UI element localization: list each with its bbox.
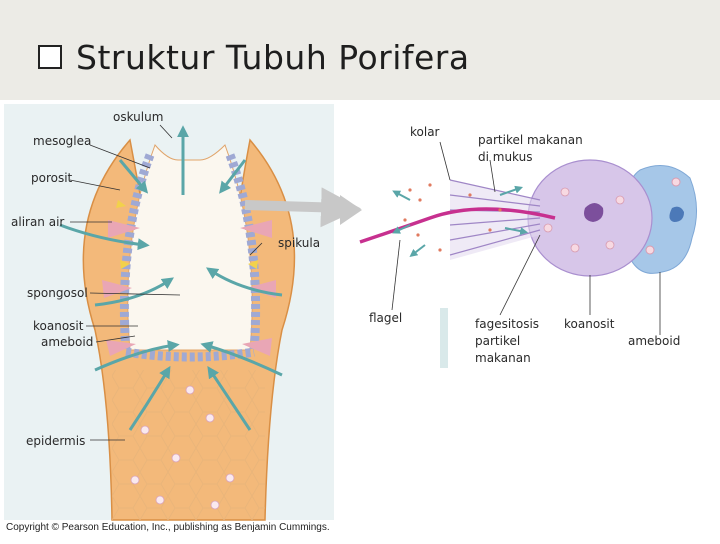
title-row: Struktur Tubuh Porifera [38,38,470,77]
label-koanosit-right: koanosit [564,317,615,331]
porifera-diagram: oskulum mesoglea porosit aliran air spik… [0,100,720,540]
label-spongosol: spongosol [27,286,88,300]
label-flagel: flagel [369,311,403,325]
label-oskulum: oskulum [113,110,164,124]
label-mesoglea: mesoglea [33,134,92,148]
label-fagositosis: fagesitosis [475,317,540,331]
sponge-body [82,138,296,521]
right-leader-lines [391,141,661,335]
left-leader-lines [69,124,263,441]
label-makanan: makanan [475,351,531,365]
label-epidermis: epidermis [26,434,86,448]
diagram-illustration [4,104,697,521]
zoom-arrow [244,187,361,228]
label-partikel: partikel [475,334,521,348]
faint-bar [440,308,448,368]
copyright-text: Copyright © Pearson Education, Inc., pub… [6,522,330,533]
checkbox-bullet-icon [38,44,65,72]
label-porosit: porosit [31,171,73,185]
zoom-arrowhead [340,195,362,225]
label-ameboid-left: ameboid [41,335,94,349]
slide-title: Struktur Tubuh Porifera [76,38,470,77]
label-kolar: kolar [410,125,440,139]
label-di-mukus: di mukus [478,150,533,164]
water-flow-arrows [59,125,283,431]
choanocyte-illustration [359,159,697,277]
label-ameboid-right: ameboid [628,334,681,348]
label-spikula: spikula [278,236,321,250]
label-koanosit-left: koanosit [33,319,84,333]
label-partikel-makanan: partikel makanan [478,133,583,147]
title-bar: Struktur Tubuh Porifera [0,0,720,100]
label-aliran-air: aliran air [11,215,65,229]
